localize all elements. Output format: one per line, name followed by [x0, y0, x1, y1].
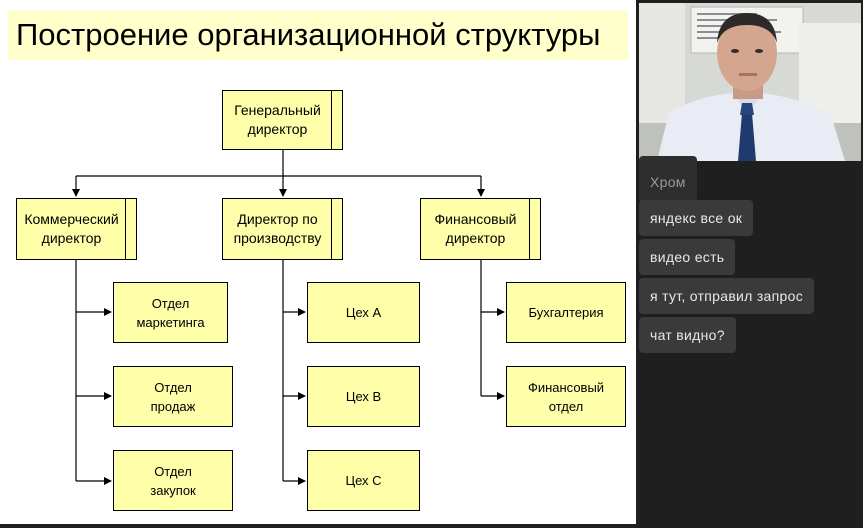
presenter-video-image	[639, 3, 861, 161]
chat-message: видео есть	[639, 239, 736, 275]
node-shop-b: Цех В	[307, 366, 420, 427]
org-chart-connectors	[72, 150, 505, 485]
node-shop-c: Цех С	[307, 450, 420, 511]
chat-message: Хром	[639, 156, 697, 202]
chat-message: чат видно?	[639, 317, 736, 353]
presentation-slide: Построение организационной структуры	[0, 0, 636, 524]
chat-message: яндекс все ок	[639, 200, 754, 236]
presenter-camera-feed	[639, 3, 861, 161]
slide-title: Построение организационной структуры	[8, 10, 628, 60]
chat-panel: Хром яндекс все ок видео есть я тут, отп…	[639, 156, 861, 524]
chat-message: я тут, отправил запрос	[639, 278, 814, 314]
node-accounting: Бухгалтерия	[506, 282, 626, 343]
node-shop-a: Цех А	[307, 282, 420, 343]
